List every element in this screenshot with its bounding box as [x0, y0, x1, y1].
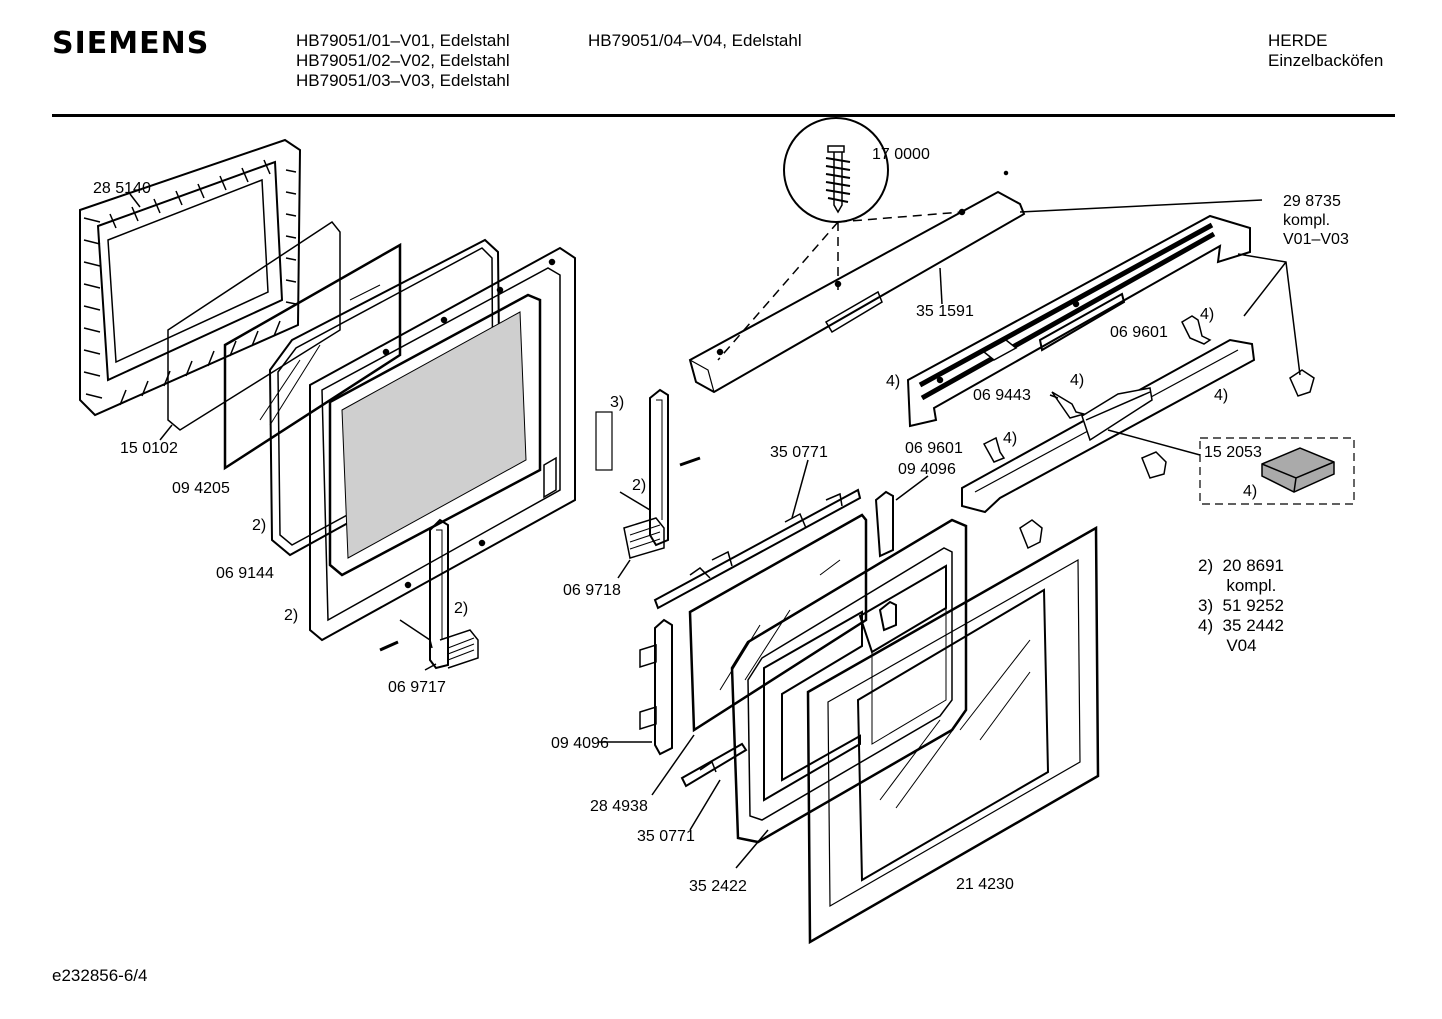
model-line: HB79051/01–V01, Edelstahl [296, 31, 510, 50]
part-glass-094205 [223, 242, 402, 471]
leader-285140 [129, 193, 141, 208]
leader-150102 [159, 424, 173, 441]
legend-line: kompl. [1198, 576, 1277, 595]
leader-094096-right [895, 475, 929, 501]
part-frame-352422 [730, 518, 968, 844]
header-rule [52, 114, 1395, 117]
part-box-152053 [1199, 437, 1355, 505]
label-069717: 06 9717 [388, 679, 446, 696]
part-glass-214230 [806, 519, 1100, 945]
screw-dashed-leaders [717, 211, 963, 361]
label-350771-upper: 35 0771 [770, 444, 828, 461]
label-069601-lower: 06 9601 [905, 440, 963, 457]
part-hinge-069717 [379, 518, 479, 670]
part-rail-298735 [906, 214, 1251, 428]
leader-298735 [1019, 199, 1263, 213]
leader-069443 [1049, 394, 1059, 399]
label-094096-left: 09 4096 [551, 735, 609, 752]
part-glass-284938 [688, 513, 868, 733]
part-channel-350771-lower [680, 742, 748, 788]
part-gasket-285140 [79, 138, 302, 417]
part-strip-094096-right [874, 490, 897, 632]
label-170000: 17 0000 [872, 146, 930, 163]
marker-4-069601-lower: 4) [1003, 430, 1017, 447]
label-214230: 21 4230 [956, 876, 1014, 893]
model-line: HB79051/03–V03, Edelstahl [296, 71, 510, 90]
category: HERDE [1268, 31, 1328, 50]
marker-4-rail: 4) [886, 373, 900, 390]
part-door-panel [309, 246, 576, 642]
label-298735: 29 8735 [1283, 193, 1341, 210]
part-clips [982, 315, 1212, 479]
marker-4-069601-upper: 4) [1200, 306, 1214, 323]
part-channel-350771-upper [653, 488, 862, 610]
part-hinge-069718 [595, 388, 701, 559]
leader-351591 [939, 267, 943, 305]
marker-2-hinge-a: 2) [454, 600, 468, 617]
leader-298735-group [1237, 253, 1301, 376]
label-285140: 28 5140 [93, 180, 151, 197]
part-lower-rail [961, 338, 1256, 514]
part-glass-150102 [167, 220, 341, 431]
marker-4-lower-rail: 4) [1214, 387, 1228, 404]
label-150102: 15 0102 [120, 440, 178, 457]
leader-350771-lower [689, 779, 721, 831]
label-298735-variant: V01–V03 [1283, 231, 1349, 248]
leader-152053 [1107, 429, 1201, 456]
model-list-1: HB79051/01–V01, Edelstahl HB79051/02–V02… [296, 31, 510, 91]
label-152053: 15 2053 [1204, 444, 1262, 461]
brand-logo: SIEMENS [52, 26, 210, 61]
label-069144: 06 9144 [216, 565, 274, 582]
label-350771-lower: 35 0771 [637, 828, 695, 845]
dot-mark [1003, 170, 1009, 176]
marker-2-door: 2) [284, 607, 298, 624]
label-069718: 06 9718 [563, 582, 621, 599]
drawing-code: e232856-6/4 [52, 966, 148, 985]
legend-line: 3) 51 9252 [1198, 596, 1285, 615]
label-351591: 35 1591 [916, 303, 974, 320]
part-clip-right [1289, 369, 1315, 397]
label-094096-right: 09 4096 [898, 461, 956, 478]
label-069601-upper: 06 9601 [1110, 324, 1168, 341]
leader-284938 [651, 734, 695, 796]
model-line: HB79051/04–V04, Edelstahl [588, 31, 802, 50]
part-strip-094096-left [639, 618, 673, 756]
category-block: HERDE Einzelbacköfen [1268, 31, 1383, 71]
leader-069717 [424, 663, 437, 671]
legend-line: 4) 35 2442 [1198, 616, 1285, 635]
part-bracket-351591 [688, 190, 1026, 394]
label-298735-kompl: kompl. [1283, 212, 1330, 229]
label-352422: 35 2422 [689, 878, 747, 895]
legend-line: V04 [1198, 636, 1257, 655]
label-284938: 28 4938 [590, 798, 648, 815]
leader-350771-upper [791, 459, 809, 519]
marker-2-hinge-b: 2) [632, 477, 646, 494]
marker-4-152053: 4) [1243, 483, 1257, 500]
marker-3: 3) [610, 394, 624, 411]
model-line: HB79051/02–V02, Edelstahl [296, 51, 510, 70]
label-069443: 06 9443 [973, 387, 1031, 404]
marker-4-069443: 4) [1070, 372, 1084, 389]
part-screw-170000 [783, 117, 889, 223]
marker-2-frame: 2) [252, 517, 266, 534]
model-list-2: HB79051/04–V04, Edelstahl [588, 31, 802, 51]
subcategory: Einzelbacköfen [1268, 51, 1384, 70]
leader-352422 [735, 829, 769, 869]
footnote-legend: 2) 20 8691 kompl. 3) 51 9252 4) 35 2442 … [1198, 556, 1284, 656]
legend-line: 2) 20 8691 [1198, 556, 1285, 575]
leader-069718 [617, 559, 631, 579]
label-094205: 09 4205 [172, 480, 230, 497]
